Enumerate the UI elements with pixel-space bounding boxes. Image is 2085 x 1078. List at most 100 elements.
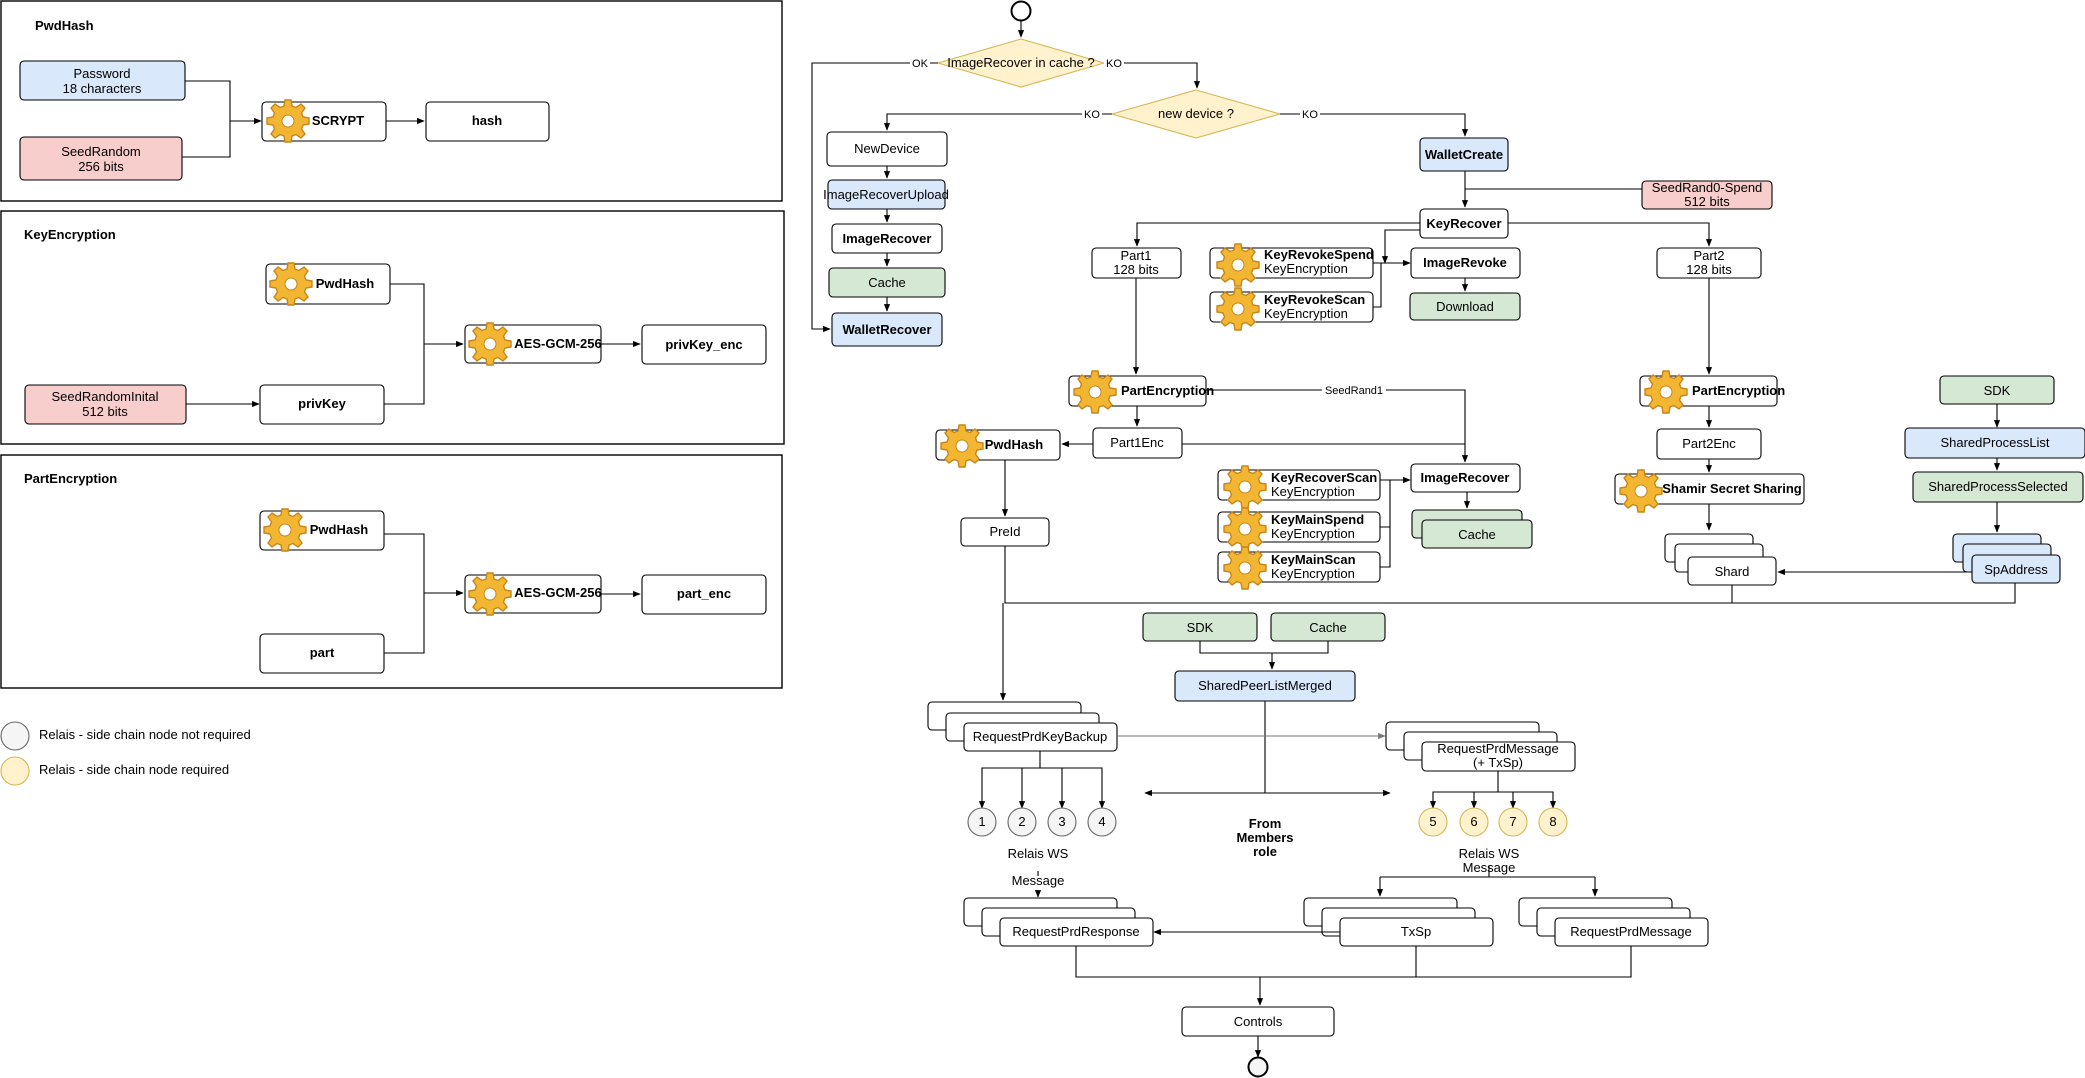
svg-text:SharedProcessList: SharedProcessList bbox=[1940, 435, 2049, 450]
svg-text:RequestPrdResponse: RequestPrdResponse bbox=[1012, 924, 1139, 939]
request-prd-message2-stack: RequestPrdMessage bbox=[1518, 897, 1709, 947]
part1-box: Part1 128 bits bbox=[1091, 247, 1182, 279]
relais-node-3 bbox=[1047, 807, 1077, 837]
shared-process-list-box: SharedProcessList bbox=[1904, 427, 2085, 459]
gear-icon bbox=[1216, 287, 1260, 331]
end-node bbox=[1247, 1056, 1269, 1078]
svg-text:hash: hash bbox=[472, 113, 502, 128]
svg-text:512 bits: 512 bits bbox=[82, 404, 128, 419]
from-members-role-line3: role bbox=[1253, 844, 1277, 859]
shard-stack: Shard bbox=[1664, 533, 1777, 586]
svg-text:PartEncryption: PartEncryption bbox=[1692, 383, 1785, 398]
svg-text:Part2: Part2 bbox=[1693, 248, 1724, 263]
sdk-box: SDK bbox=[1939, 375, 2055, 405]
panel-keyenc-title: KeyEncryption bbox=[24, 227, 116, 242]
svg-text:part_enc: part_enc bbox=[677, 586, 731, 601]
svg-text:7: 7 bbox=[1509, 814, 1516, 829]
gear-icon bbox=[1644, 370, 1688, 414]
seed-rand1-label: SeedRand1 bbox=[1325, 385, 1383, 397]
svg-text:NewDevice: NewDevice bbox=[854, 141, 920, 156]
relais-ws-left-line1: Relais WS bbox=[1008, 846, 1069, 861]
gear-icon bbox=[269, 262, 313, 306]
hash-box: hash bbox=[425, 101, 550, 142]
shared-peer-list-merged-box: SharedPeerListMerged bbox=[1174, 670, 1356, 702]
svg-text:KeyEncryption: KeyEncryption bbox=[1271, 484, 1355, 499]
legend-grey-circle bbox=[0, 721, 30, 751]
part-encryption-left-box: PartEncryption bbox=[1068, 370, 1214, 414]
panel-partencryption: PartEncryption PwdHash part AES-GCM-256 … bbox=[0, 454, 783, 689]
svg-text:SDK: SDK bbox=[1984, 383, 2011, 398]
scrypt-box: SCRYPT bbox=[261, 99, 387, 143]
shared-process-selected-box: SharedProcessSelected bbox=[1912, 471, 2084, 503]
svg-text:KeyEncryption: KeyEncryption bbox=[1271, 566, 1355, 581]
relais-ws-left-line2: Message bbox=[1012, 873, 1065, 888]
wallet-create-box: WalletCreate bbox=[1419, 137, 1509, 172]
svg-text:PwdHash: PwdHash bbox=[310, 522, 369, 537]
controls-box: Controls bbox=[1181, 1006, 1335, 1037]
svg-text:512 bits: 512 bits bbox=[1684, 194, 1730, 209]
gear-icon bbox=[1223, 507, 1267, 551]
svg-text:8: 8 bbox=[1549, 814, 1556, 829]
svg-text:ImageRecover in cache ?: ImageRecover in cache ? bbox=[947, 55, 1094, 70]
svg-text:18 characters: 18 characters bbox=[63, 81, 142, 96]
svg-text:SCRYPT: SCRYPT bbox=[312, 113, 364, 128]
part-box: part bbox=[259, 633, 385, 674]
svg-text:TxSp: TxSp bbox=[1401, 924, 1431, 939]
svg-text:3: 3 bbox=[1058, 814, 1065, 829]
gear-icon bbox=[1223, 546, 1267, 590]
svg-text:ImageRecover: ImageRecover bbox=[843, 231, 932, 246]
svg-text:SeedRandom: SeedRandom bbox=[61, 144, 141, 159]
legend: Relais - side chain node not required Re… bbox=[0, 721, 251, 786]
svg-text:ImageRevoke: ImageRevoke bbox=[1423, 255, 1507, 270]
svg-text:1: 1 bbox=[978, 814, 985, 829]
svg-text:256 bits: 256 bits bbox=[78, 159, 124, 174]
svg-text:PwdHash: PwdHash bbox=[316, 276, 375, 291]
svg-text:KeyMainSpend: KeyMainSpend bbox=[1271, 512, 1364, 527]
svg-text:SeedRand0-Spend: SeedRand0-Spend bbox=[1652, 180, 1763, 195]
relais-node-5 bbox=[1418, 807, 1448, 837]
svg-text:4: 4 bbox=[1098, 814, 1105, 829]
svg-text:SpAddress: SpAddress bbox=[1984, 562, 2048, 577]
panel-pwdhash-title: PwdHash bbox=[35, 18, 94, 33]
gear-icon bbox=[1619, 469, 1663, 513]
start-node bbox=[1010, 0, 1032, 22]
wallet-recover-box: WalletRecover bbox=[831, 312, 943, 347]
pwdhash-box: PwdHash bbox=[259, 508, 385, 552]
gear-icon bbox=[266, 99, 310, 143]
svg-text:PartEncryption: PartEncryption bbox=[1121, 383, 1214, 398]
svg-text:KeyRecover: KeyRecover bbox=[1426, 216, 1501, 231]
sdk2-box: SDK bbox=[1142, 612, 1258, 642]
from-members-role-line1: From bbox=[1249, 816, 1282, 831]
ko-label: KO bbox=[1084, 109, 1100, 121]
svg-text:SharedPeerListMerged: SharedPeerListMerged bbox=[1198, 678, 1332, 693]
from-members-role-line2: Members bbox=[1236, 830, 1293, 845]
key-recover-box: KeyRecover bbox=[1419, 208, 1509, 239]
image-recover-main-box: ImageRecover bbox=[1410, 463, 1521, 493]
privkey-box: privKey bbox=[259, 384, 385, 425]
relais-ws-right-line1: Relais WS bbox=[1459, 846, 1520, 861]
relais-node-6 bbox=[1459, 807, 1489, 837]
svg-text:WalletRecover: WalletRecover bbox=[842, 322, 931, 337]
gear-icon bbox=[1216, 243, 1260, 287]
relais-node-2 bbox=[1007, 807, 1037, 837]
svg-text:Cache: Cache bbox=[1458, 527, 1496, 542]
svg-text:6: 6 bbox=[1470, 814, 1477, 829]
legend-yellow-circle bbox=[0, 756, 30, 786]
svg-text:Cache: Cache bbox=[868, 275, 906, 290]
svg-text:SeedRandomInital: SeedRandomInital bbox=[52, 389, 159, 404]
svg-text:KeyRevokeSpend: KeyRevokeSpend bbox=[1264, 247, 1374, 262]
download-box: Download bbox=[1409, 292, 1521, 321]
cache-stack: Cache bbox=[1411, 509, 1533, 549]
aes-gcm-box: AES-GCM-256 bbox=[464, 322, 602, 366]
seed-rand0-spend-box: SeedRand0-Spend 512 bits bbox=[1641, 180, 1773, 210]
svg-text:KeyMainScan: KeyMainScan bbox=[1271, 552, 1356, 567]
relais-circles-right: 5 6 7 8 bbox=[1418, 807, 1568, 837]
gear-icon bbox=[940, 424, 984, 468]
svg-text:Password: Password bbox=[73, 66, 130, 81]
key-main-scan-box: KeyMainScan KeyEncryption bbox=[1217, 546, 1381, 590]
svg-text:KeyEncryption: KeyEncryption bbox=[1264, 306, 1348, 321]
relais-node-8 bbox=[1538, 807, 1568, 837]
svg-text:5: 5 bbox=[1429, 814, 1436, 829]
request-prd-message-stack: RequestPrdMessage (+ TxSp) bbox=[1385, 721, 1576, 772]
shamir-box: Shamir Secret Sharing bbox=[1614, 469, 1805, 513]
